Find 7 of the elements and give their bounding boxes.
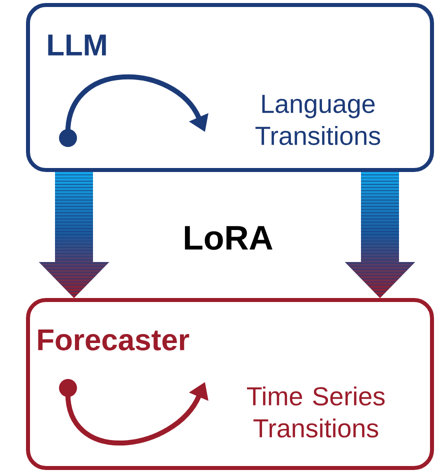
arrow [38, 172, 110, 298]
arrow [344, 172, 416, 298]
box-heading: LLM [48, 34, 106, 56]
box-text: Language Transitions [255, 94, 380, 146]
box-heading: Forecaster [38, 330, 190, 350]
label: LoRA [184, 226, 272, 250]
box-text: Time Series Transitions [247, 386, 385, 438]
